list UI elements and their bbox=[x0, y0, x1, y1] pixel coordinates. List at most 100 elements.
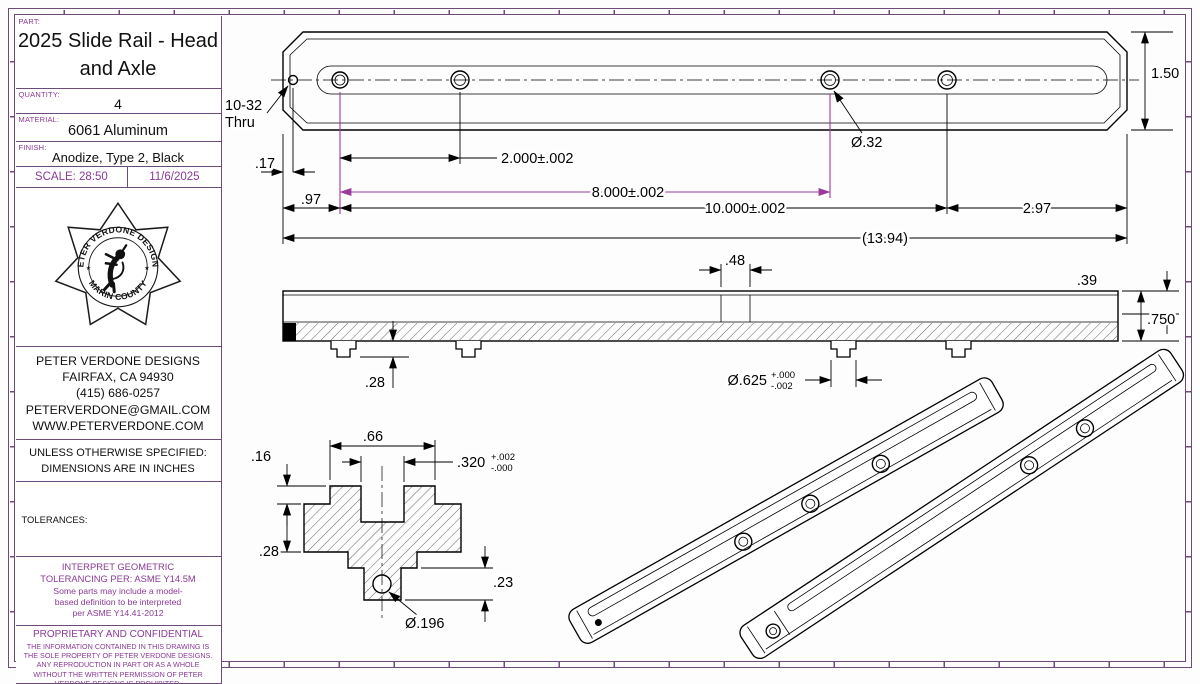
iso-a-boss-1 bbox=[734, 532, 753, 551]
dim-boss-dia-text: Ø.625 bbox=[728, 373, 768, 389]
drawing-area: 1.50 10-32 Thru Ø.32 2.000±.002 .17 bbox=[223, 31, 1185, 660]
dim-boss-width-text: .66 bbox=[363, 429, 383, 445]
top-view bbox=[271, 31, 1139, 131]
hole-2 bbox=[450, 70, 470, 90]
iso-a-slot bbox=[587, 391, 978, 617]
dim-right-offset: 2.97 bbox=[946, 199, 1128, 220]
iso-a-boss-3 bbox=[871, 454, 891, 474]
pvd-badge-logo: PETER VERDONE DESIGNS MARIN COUNTY ★ ★ bbox=[42, 192, 182, 326]
tapped-hole bbox=[287, 74, 299, 86]
quantity-label: QUANTITY: bbox=[18, 89, 60, 99]
dim-flange-height-text: .28 bbox=[259, 544, 279, 560]
tolerances-block: TOLERANCES: ANGULAR: MACH X±.5 BEND X±1 … bbox=[15, 482, 221, 557]
top-view-dimensions: 1.50 10-32 Thru Ø.32 2.000±.002 .17 bbox=[223, 31, 1182, 250]
material-label: MATERIAL: bbox=[18, 114, 60, 124]
dim-total-height-text: .750 bbox=[1147, 312, 1175, 328]
dim-top-depth: .39 bbox=[1074, 271, 1179, 334]
dim-end-offset: .97 bbox=[282, 190, 341, 212]
section-profile bbox=[303, 485, 462, 601]
dim-edge-offset: .17 bbox=[252, 154, 315, 176]
iso-b-body bbox=[739, 348, 1185, 660]
sheet-inner-border bbox=[14, 14, 1186, 662]
iso-b-boss-2 bbox=[1075, 419, 1095, 438]
iso-view-rail-b bbox=[739, 348, 1185, 660]
zone-ticks-top bbox=[10, 9, 1190, 14]
dim-flange-height: .28 bbox=[256, 503, 301, 563]
finish-label: FINISH: bbox=[18, 142, 47, 152]
dim-pitch-8: 8.000±.002 bbox=[339, 183, 831, 204]
dim-right-offset-text: 2.97 bbox=[1023, 201, 1051, 217]
scale-row: SCALE: 28:50 11/6/2025 bbox=[15, 166, 221, 188]
side-view bbox=[282, 290, 1119, 358]
contact-company: PETER VERDONE DESIGNS bbox=[36, 353, 200, 368]
contact-address: FAIRFAX, CA 94930 bbox=[62, 369, 174, 384]
lion-emblem-icon bbox=[103, 243, 128, 293]
dim-pitch-8-text: 8.000±.002 bbox=[592, 185, 664, 201]
iso-a-end-hole bbox=[594, 619, 602, 627]
contact-phone: (415) 686-0257 bbox=[75, 386, 161, 401]
proprietary-block: PROPRIETARY AND CONFIDENTIAL THE INFORMA… bbox=[15, 626, 221, 684]
dim-pitch-2-text: 2.000±.002 bbox=[501, 151, 573, 167]
finish-value: Anodize, Type 2, Black bbox=[51, 149, 184, 165]
iso-b-boss-1 bbox=[1019, 456, 1039, 475]
dim-pitch-10: 10.000±.002 bbox=[339, 199, 948, 220]
dim-section-slot-tol-minus: -.000 bbox=[491, 463, 513, 474]
dim-rail-width-text: 1.50 bbox=[1151, 66, 1179, 82]
dim-stem-height: .23 bbox=[405, 546, 516, 622]
geo-line4: based definition to be interpreted bbox=[54, 597, 182, 607]
hole-dia-text: Ø.32 bbox=[851, 135, 882, 151]
dim-section-hole-dia: Ø.196 bbox=[388, 591, 447, 635]
title-block: PART: 2025 Slide Rail - Head and Axle QU… bbox=[15, 15, 222, 684]
dim-total-height: .750 bbox=[1122, 290, 1179, 342]
rail-outline bbox=[282, 31, 1128, 131]
badge-inner-ring bbox=[88, 236, 148, 297]
dim-stem-height-text: .23 bbox=[493, 575, 513, 591]
dim-end-offset-text: .97 bbox=[301, 192, 321, 208]
zone-ticks-left bbox=[9, 10, 14, 666]
side-outline bbox=[282, 290, 1119, 342]
material-value: 6061 Aluminum bbox=[68, 122, 168, 139]
quantity-row: QUANTITY: 4 bbox=[15, 89, 221, 114]
geo-line1: INTERPRET GEOMETRIC bbox=[61, 560, 175, 572]
side-view-dimensions: .48 .39 .750 .28 Ø.625 +.000 -.00 bbox=[360, 251, 1179, 394]
dim-section-slot-text: .320 bbox=[457, 455, 485, 471]
foot-1 bbox=[330, 341, 357, 358]
scale-value: SCALE: 28:50 bbox=[34, 170, 108, 183]
dim-section-slot: .320 +.002 -.000 bbox=[342, 450, 517, 482]
geo-line3: Some parts may include a model- bbox=[53, 585, 183, 596]
dim-section-slot-tol-plus: +.002 bbox=[491, 452, 515, 463]
finish-row: FINISH: Anodize, Type 2, Black bbox=[15, 142, 221, 167]
dim-overall-length: (13.94) bbox=[282, 229, 1128, 250]
callout-hole-dia: Ø.32 bbox=[833, 90, 885, 154]
foot-3 bbox=[830, 341, 857, 358]
hole-4 bbox=[937, 70, 957, 90]
dim-foot-height-text: .28 bbox=[365, 375, 385, 391]
tolerances-title: TOLERANCES: bbox=[21, 513, 88, 525]
foot-4 bbox=[945, 341, 972, 358]
material-row: MATERIAL: 6061 Aluminum bbox=[15, 114, 221, 142]
dim-step-depth-text: .16 bbox=[251, 449, 271, 465]
iso-b-slot bbox=[787, 363, 1157, 612]
logo-row: PETER VERDONE DESIGNS MARIN COUNTY ★ ★ bbox=[15, 188, 221, 347]
dim-boss-dia: Ø.625 +.000 -.002 bbox=[725, 360, 882, 394]
dim-section-hole-dia-text: Ø.196 bbox=[405, 616, 445, 632]
dim-top-depth-text: .39 bbox=[1077, 273, 1097, 289]
units-note-line2: DIMENSIONS ARE IN INCHES bbox=[41, 463, 195, 475]
thread-note-line2: Thru bbox=[225, 115, 255, 131]
geometric-tolerancing-block: INTERPRET GEOMETRIC TOLERANCING PER: ASM… bbox=[15, 557, 221, 626]
dim-overall-length-text: (13.94) bbox=[862, 231, 908, 247]
sheet-outer-border bbox=[8, 8, 1192, 668]
date-value: 11/6/2025 bbox=[127, 166, 220, 187]
dim-boss-tol-plus: +.000 bbox=[771, 370, 795, 381]
iso-b-end-boss bbox=[765, 623, 781, 639]
dim-edge-offset-text: .17 bbox=[255, 156, 275, 172]
side-hatch bbox=[284, 323, 1117, 340]
part-name: 2025 Slide Rail - Head and Axle bbox=[17, 29, 219, 80]
part-label: PART: bbox=[18, 16, 41, 26]
dim-pitch-2: 2.000±.002 bbox=[339, 149, 576, 170]
badge-outer-ring bbox=[77, 226, 159, 307]
geo-line2: TOLERANCING PER: ASME Y14.5M bbox=[40, 573, 196, 585]
zone-ticks-right bbox=[1186, 10, 1191, 666]
section-view: .66 .16 .320 +.002 -.000 .28 bbox=[248, 427, 517, 635]
contact-website: WWW.PETERVERDONE.COM bbox=[32, 418, 204, 433]
